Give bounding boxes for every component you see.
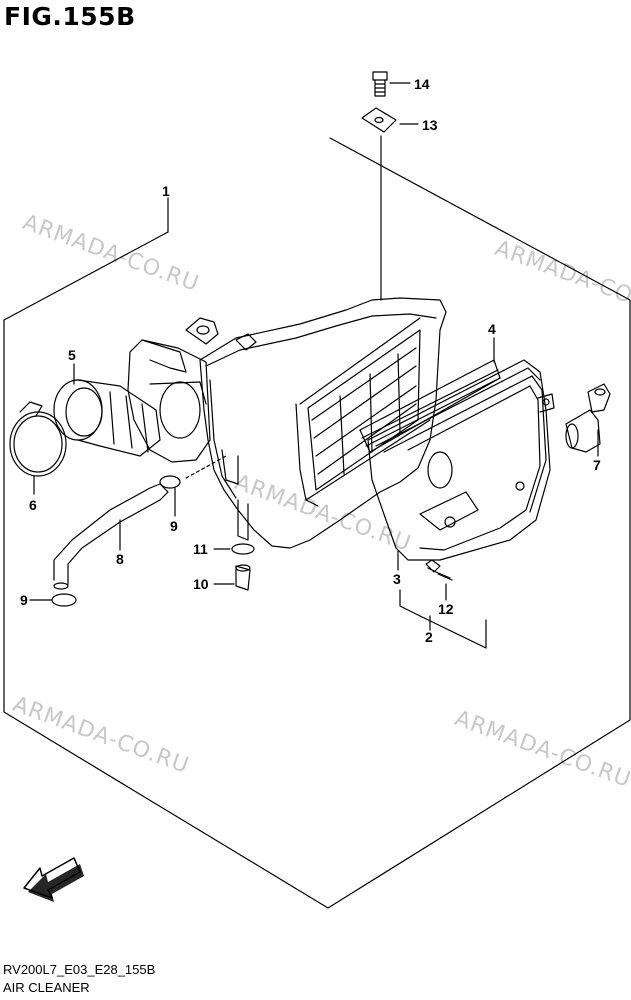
screw-part-12 xyxy=(425,559,453,581)
clamp-part-6 xyxy=(9,401,67,477)
callout-part-9: 9 xyxy=(20,592,28,608)
callout-part-4: 4 xyxy=(488,321,496,337)
intake-pipe-part-5 xyxy=(53,379,161,457)
callout-part-10: 10 xyxy=(193,576,209,592)
fwd-arrow-icon xyxy=(23,857,84,902)
air-cleaner-case xyxy=(185,297,447,549)
intake-chamber xyxy=(127,339,211,463)
figure-name: AIR CLEANER xyxy=(3,980,90,995)
assembly-bracket-2 xyxy=(399,589,487,649)
nut-clip-part-13 xyxy=(361,107,397,133)
callout-part-2: 2 xyxy=(425,629,433,645)
callout-part-13: 13 xyxy=(422,117,438,133)
leader-line xyxy=(185,455,227,479)
callout-part-3: 3 xyxy=(393,571,401,587)
clamp-part-9-upper xyxy=(159,475,181,489)
assembly-frame xyxy=(3,137,631,909)
callout-part-5: 5 xyxy=(68,347,76,363)
plug-part-10 xyxy=(235,564,251,591)
callout-part-11: 11 xyxy=(193,541,208,557)
figure-code: RV200L7_E03_E28_155B xyxy=(3,962,156,977)
callout-part-12: 12 xyxy=(438,601,454,617)
callout-part-9: 9 xyxy=(170,518,178,534)
hose-part-8 xyxy=(53,483,169,590)
figure-title: FIG.155B xyxy=(4,2,136,31)
part-11-clip xyxy=(231,543,255,555)
clamp-part-9-lower xyxy=(51,593,77,607)
callout-part-6: 6 xyxy=(29,497,37,513)
bolt-part-14 xyxy=(372,71,388,97)
callout-part-1: 1 xyxy=(162,183,170,199)
filter-element-part-4 xyxy=(359,359,501,453)
callout-part-8: 8 xyxy=(116,551,124,567)
cover-part-3 xyxy=(367,359,555,561)
drain-tube-part-7 xyxy=(565,383,611,453)
callout-part-7: 7 xyxy=(593,457,601,473)
callout-part-14: 14 xyxy=(414,76,430,92)
